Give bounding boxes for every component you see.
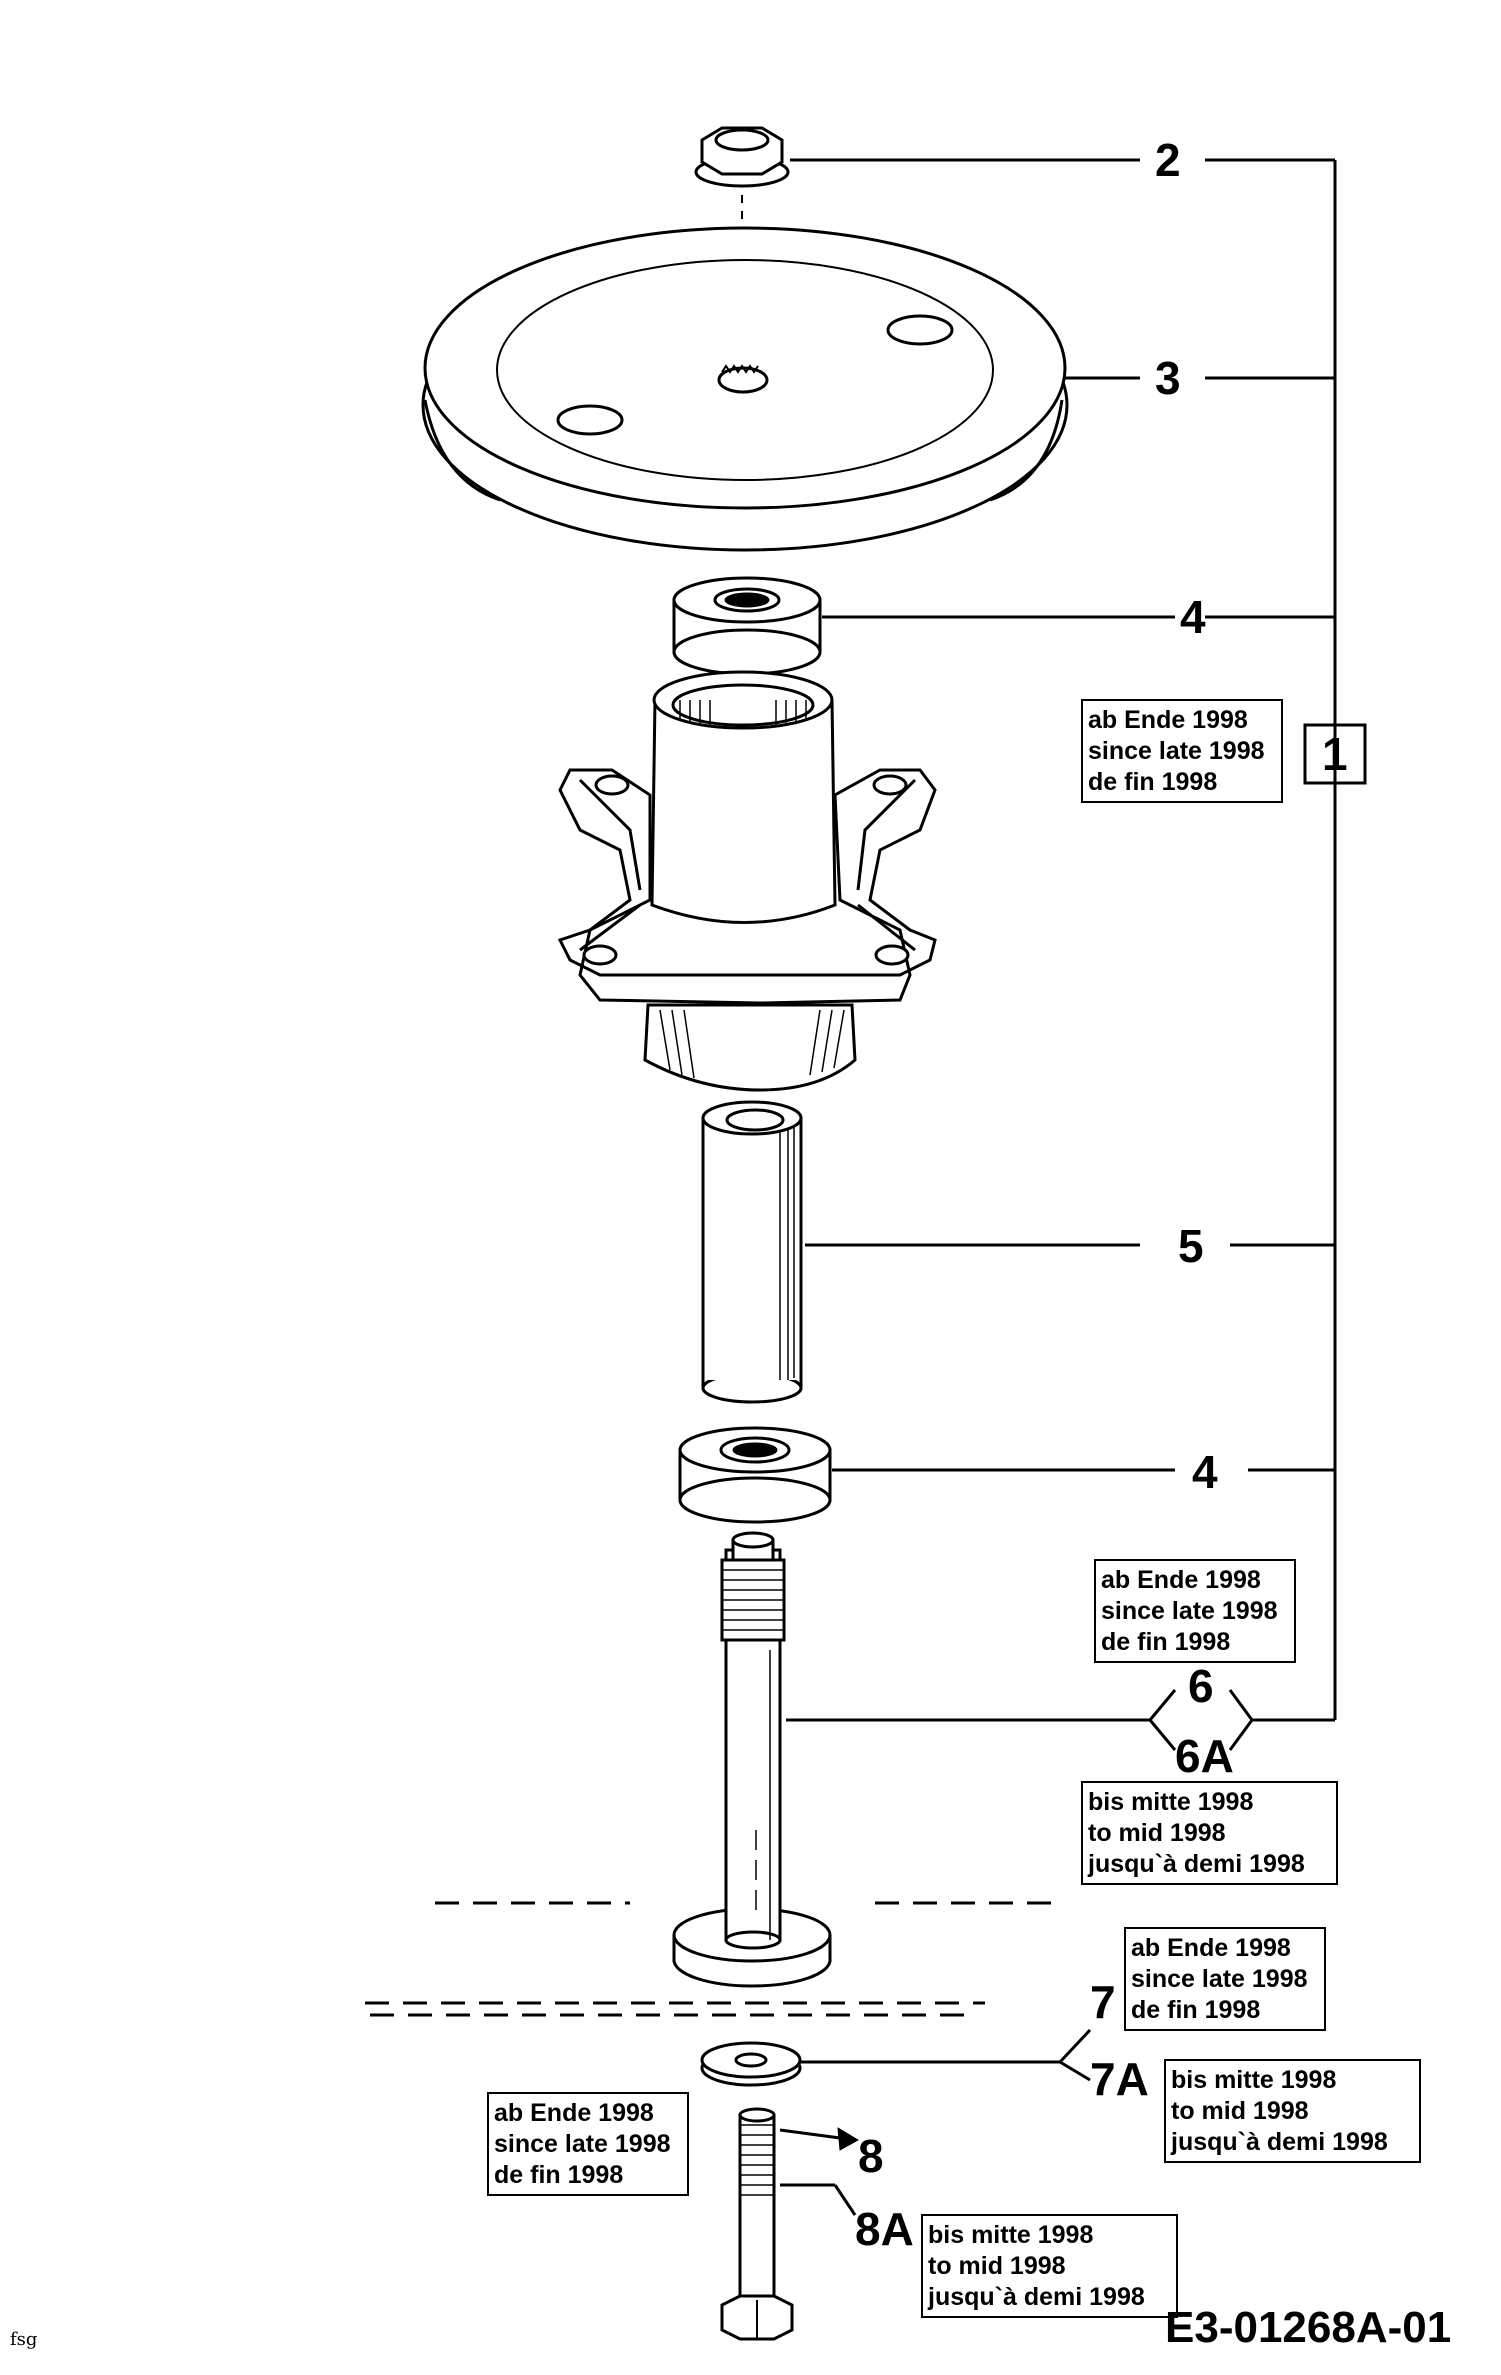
deck-dashed-lines: [365, 1901, 1060, 2017]
callout-3: 3: [1155, 352, 1181, 404]
note-8A-line-2: to mid 1998: [928, 2252, 1066, 2280]
callout-8A: 8A: [855, 2203, 914, 2255]
callout-6: 6: [1188, 1660, 1214, 1712]
note-6-line-2: since late 1998: [1101, 1597, 1278, 1625]
assembly-bracket: [1205, 158, 1337, 1722]
note-6A-line-3: jusqu`à demi 1998: [1087, 1850, 1305, 1878]
note-7-line-1: ab Ende 1998: [1131, 1934, 1291, 1962]
callout-8: 8: [858, 2130, 884, 2182]
note-7-line-3: de fin 1998: [1131, 1996, 1260, 2024]
pulley-part: [421, 226, 1069, 552]
callout-4-upper: 4: [1180, 591, 1206, 643]
note-box-8: ab Ende 1998 since late 1998 de fin 1998: [487, 2092, 689, 2196]
spindle-housing-part: [557, 670, 937, 1092]
note-6-line-3: de fin 1998: [1101, 1628, 1230, 1656]
note-7A-line-2: to mid 1998: [1171, 2097, 1309, 2125]
callout-7A: 7A: [1090, 2053, 1149, 2105]
note-7-line-2: since late 1998: [1131, 1965, 1308, 1993]
spacer-tube-part: [701, 1100, 803, 1404]
note-7A-line-1: bis mitte 1998: [1171, 2066, 1336, 2094]
callout-1: 1: [1322, 728, 1348, 780]
note-6A-line-1: bis mitte 1998: [1088, 1788, 1253, 1816]
corner-mark: fsg: [10, 2329, 37, 2350]
callout-2: 2: [1155, 134, 1181, 186]
note-8-line-1: ab Ende 1998: [494, 2099, 654, 2127]
note-8-line-3: de fin 1998: [494, 2161, 623, 2189]
note-box-7: ab Ende 1998 since late 1998 de fin 1998: [1124, 1927, 1326, 2031]
note-box-6: ab Ende 1998 since late 1998 de fin 1998: [1094, 1559, 1296, 1663]
callout-5: 5: [1178, 1220, 1204, 1272]
note-7A-line-3: jusqu`à demi 1998: [1170, 2128, 1388, 2156]
note-8A-line-1: bis mitte 1998: [928, 2221, 1093, 2249]
note-box-8A: bis mitte 1998 to mid 1998 jusqu`à demi …: [921, 2214, 1178, 2318]
callout-6A: 6A: [1175, 1730, 1234, 1782]
note-8A-line-3: jusqu`à demi 1998: [927, 2283, 1145, 2311]
callout-7: 7: [1090, 1976, 1116, 2028]
note-box-6A: bis mitte 1998 to mid 1998 jusqu`à demi …: [1081, 1781, 1338, 1885]
bolt-part: [720, 2107, 794, 2341]
note-1-line-2: since late 1998: [1088, 737, 1265, 765]
upper-bearing-part: [672, 576, 822, 676]
note-box-1: ab Ende 1998 since late 1998 de fin 1998: [1081, 699, 1283, 803]
note-6-line-1: ab Ende 1998: [1101, 1566, 1261, 1594]
diagram-code: E3-01268A-01: [1165, 2303, 1451, 2352]
lower-bearing-part: [678, 1426, 832, 1524]
note-8-line-2: since late 1998: [494, 2130, 671, 2158]
note-box-7A: bis mitte 1998 to mid 1998 jusqu`à demi …: [1164, 2059, 1421, 2163]
washer-part: [700, 2041, 802, 2087]
note-1-line-3: de fin 1998: [1088, 768, 1217, 796]
note-1-line-1: ab Ende 1998: [1088, 706, 1248, 734]
callout-4-lower: 4: [1192, 1446, 1218, 1498]
hex-nut-part: [694, 126, 790, 188]
note-6A-line-2: to mid 1998: [1088, 1819, 1226, 1847]
spindle-shaft-part: [672, 1531, 832, 1988]
